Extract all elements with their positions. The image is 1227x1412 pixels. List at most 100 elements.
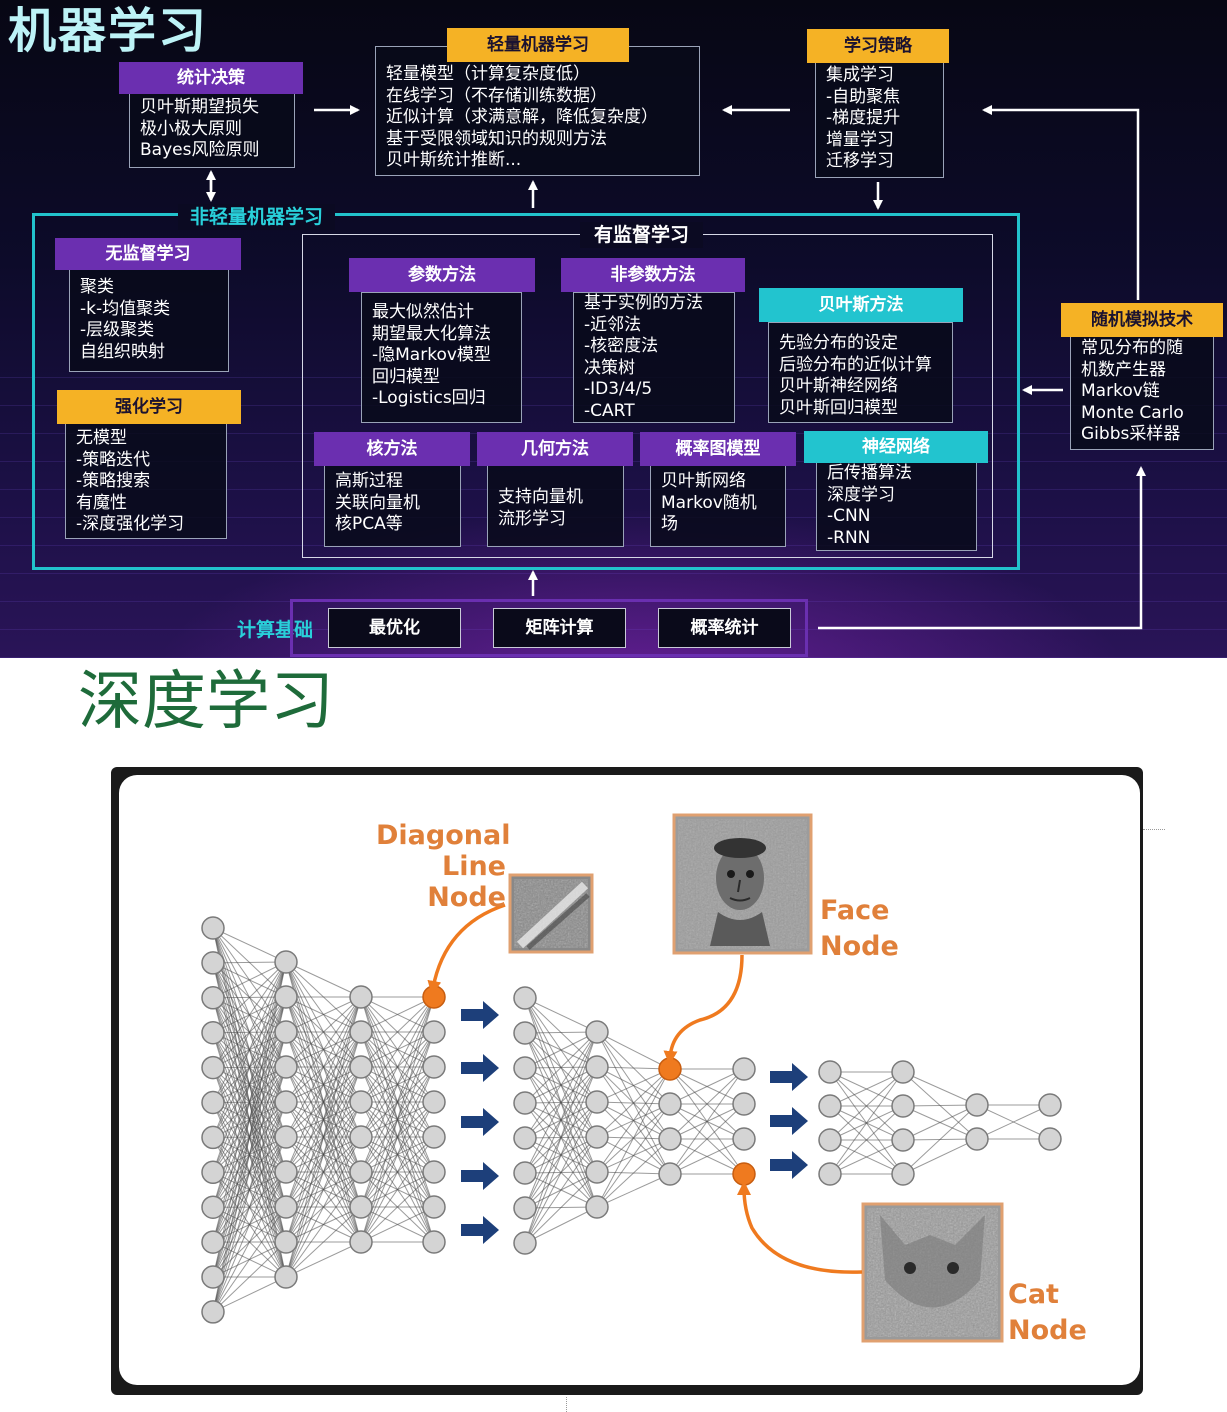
nn-edge (360, 996, 435, 1138)
nn-edge (669, 1103, 745, 1175)
neural-box: 后传播算法 深度学习 -CNN -RNN (816, 462, 977, 551)
connector-arrows (206, 105, 1146, 630)
flow-arrow (461, 1108, 499, 1136)
parametric-title: 参数方法 (349, 258, 535, 292)
light-ml-line: 近似计算（求满意解，降低复杂度） (386, 107, 658, 128)
nn-edges (212, 927, 1051, 1313)
nonparametric-line: 基于实例的方法 (584, 293, 703, 313)
nn-edge (669, 1138, 745, 1175)
kernel-line: 关联向量机 (335, 492, 420, 513)
geometric-box: 支持向量机 流形学习 (487, 465, 624, 547)
stat-decision-title: 统计决策 (119, 62, 303, 94)
nn-edge (524, 1206, 598, 1244)
strategy-line: 集成学习 (826, 65, 894, 85)
compute-basis-frame (290, 599, 808, 657)
nn-edge (212, 1066, 287, 1313)
nn-edge (285, 996, 362, 1173)
nn-edge (524, 1031, 598, 1209)
nonparametric-line: -ID3/4/5 (584, 379, 653, 400)
nn-node (422, 1125, 446, 1149)
nn-edge (524, 1136, 598, 1244)
nn-node (732, 1092, 756, 1116)
parametric-box: 最大似然估计 期望最大化算法 -隐Markov模型 回归模型 -Logistic… (361, 292, 522, 423)
nn-edge (285, 1241, 362, 1278)
nn-edge (212, 961, 287, 1208)
nn-edge (285, 996, 362, 1138)
nonlight-ml-title: 非轻量机器学习 (178, 204, 336, 230)
label-line: Cat (1008, 1279, 1059, 1310)
nn-node (201, 1300, 225, 1324)
flow-arrow (461, 1001, 499, 1029)
nn-node (1038, 1127, 1062, 1151)
parametric-line: 期望最大化算法 (372, 323, 491, 344)
nonparametric-title: 非参数方法 (561, 258, 745, 292)
nn-edge (360, 996, 435, 1208)
nn-edge (212, 1276, 287, 1313)
pgm-box: 贝叶斯网络 Markov随机 场 (650, 465, 786, 547)
nn-node (349, 1195, 373, 1219)
nn-edge (360, 996, 435, 1068)
nn-node (422, 1055, 446, 1079)
nn-edge (902, 1104, 978, 1107)
nn-node (513, 1021, 537, 1045)
nn-node (201, 1195, 225, 1219)
reinforcement-line: -深度强化学习 (76, 514, 185, 535)
nn-edge (524, 997, 598, 1033)
supervised-title: 有监督学习 (580, 222, 704, 248)
random-sim-line: Markov链 (1081, 381, 1160, 402)
nn-node (732, 1057, 756, 1081)
light-ml-line: 在线学习（不存储训练数据） (386, 85, 607, 106)
nn-node (585, 1195, 609, 1219)
nn-edge (360, 1206, 435, 1243)
nn-edge (212, 1171, 287, 1313)
kernel-line: 高斯过程 (335, 471, 403, 491)
nn-node (274, 950, 298, 974)
nn-edge (596, 1103, 671, 1208)
stat-decision-box: 贝叶斯期望损失 极小极大原则 Bayes风险原则 (129, 88, 295, 168)
nn-edge (285, 996, 362, 1208)
nn-edge (829, 1071, 904, 1175)
nn-edge (285, 996, 362, 1103)
nonparametric-line: -近邻法 (584, 314, 642, 335)
strategy-line: 增量学习 (826, 129, 894, 150)
nn-node (513, 1091, 537, 1115)
nn-node (201, 1265, 225, 1289)
nn-node (513, 1056, 537, 1080)
nn-edge (212, 1206, 287, 1313)
nn-edge (524, 1171, 598, 1244)
kernel-line: 核PCA等 (335, 514, 403, 535)
nn-node (274, 1230, 298, 1254)
bayesian-line: 先验分布的设定 (779, 333, 898, 353)
label-line: Node (1008, 1315, 1087, 1346)
neural-line: 后传播算法 (827, 463, 912, 483)
highlighted-node (422, 985, 446, 1009)
nn-node (422, 1195, 446, 1219)
pgm-title: 概率图模型 (640, 432, 796, 466)
unsupervised-line: -层级聚类 (80, 320, 155, 341)
nn-edge (596, 1068, 671, 1208)
nn-edge (360, 996, 435, 1243)
nn-edge (902, 1138, 978, 1175)
nn-node (1038, 1093, 1062, 1117)
nn-node (274, 1265, 298, 1289)
nn-node (201, 986, 225, 1010)
cat-node-label: Cat Node (1008, 1277, 1087, 1349)
label-line: Node (820, 931, 899, 962)
nn-node (349, 1020, 373, 1044)
nn-node (201, 1125, 225, 1150)
nn-flow-arrows (461, 1001, 808, 1244)
nn-edge (669, 1068, 745, 1140)
nn-edge (212, 961, 287, 1103)
nn-node (422, 1160, 446, 1184)
nn-edge (524, 1031, 598, 1104)
nn-node (349, 1090, 373, 1114)
nn-edge (360, 1066, 435, 1243)
nn-node (422, 1090, 446, 1114)
strategy-line: -梯度提升 (826, 108, 901, 129)
nn-edge (902, 1104, 978, 1175)
nn-edge (212, 1031, 287, 1313)
nn-edge (976, 1104, 1051, 1140)
reinforcement-line: 无模型 (76, 428, 127, 448)
nn-edge (360, 1101, 435, 1243)
nn-node (274, 1055, 298, 1079)
